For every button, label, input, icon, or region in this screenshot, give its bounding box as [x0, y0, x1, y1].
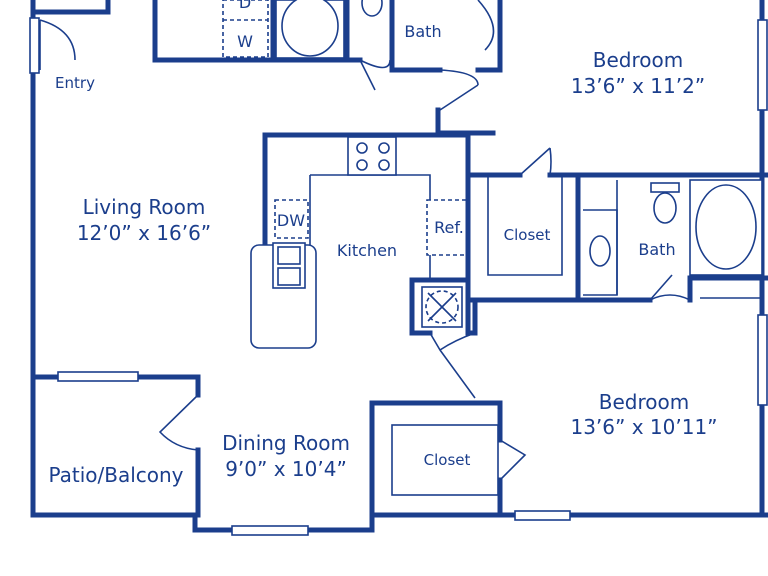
- label-bedroom-top-size: 13’6” x 11’2”: [571, 74, 705, 98]
- label-living-room: Living Room: [83, 195, 206, 219]
- doors: [29, 0, 691, 481]
- label-bath-top: Bath: [404, 22, 441, 41]
- label-washer: W: [237, 32, 253, 51]
- label-dining-room: Dining Room: [222, 431, 350, 455]
- label-kitchen: Kitchen: [337, 241, 397, 260]
- label-dryer: D: [239, 0, 251, 12]
- label-entry: Entry: [55, 74, 95, 92]
- label-bath-mid: Bath: [638, 240, 675, 259]
- label-bedroom-top: Bedroom: [593, 48, 683, 72]
- kitchen-fixtures: [250, 136, 468, 349]
- label-bedroom-bottom: Bedroom: [599, 390, 689, 414]
- closet-shelves: [391, 175, 563, 496]
- label-living-room-size: 12’0” x 16’6”: [77, 221, 211, 245]
- label-patio: Patio/Balcony: [48, 463, 183, 487]
- label-bedroom-bottom-size: 13’6” x 10’11”: [570, 415, 717, 439]
- bath-fixtures: [222, 0, 763, 299]
- labels: Entry Bath Bedroom 13’6” x 11’2” Living …: [48, 0, 717, 487]
- label-refrigerator: Ref.: [434, 218, 464, 237]
- label-dishwasher: DW: [277, 211, 305, 230]
- label-closet-bottom: Closet: [424, 451, 471, 469]
- windows: [57, 19, 768, 536]
- label-closet-mid: Closet: [504, 226, 551, 244]
- label-dining-room-size: 9’0” x 10’4”: [225, 457, 347, 481]
